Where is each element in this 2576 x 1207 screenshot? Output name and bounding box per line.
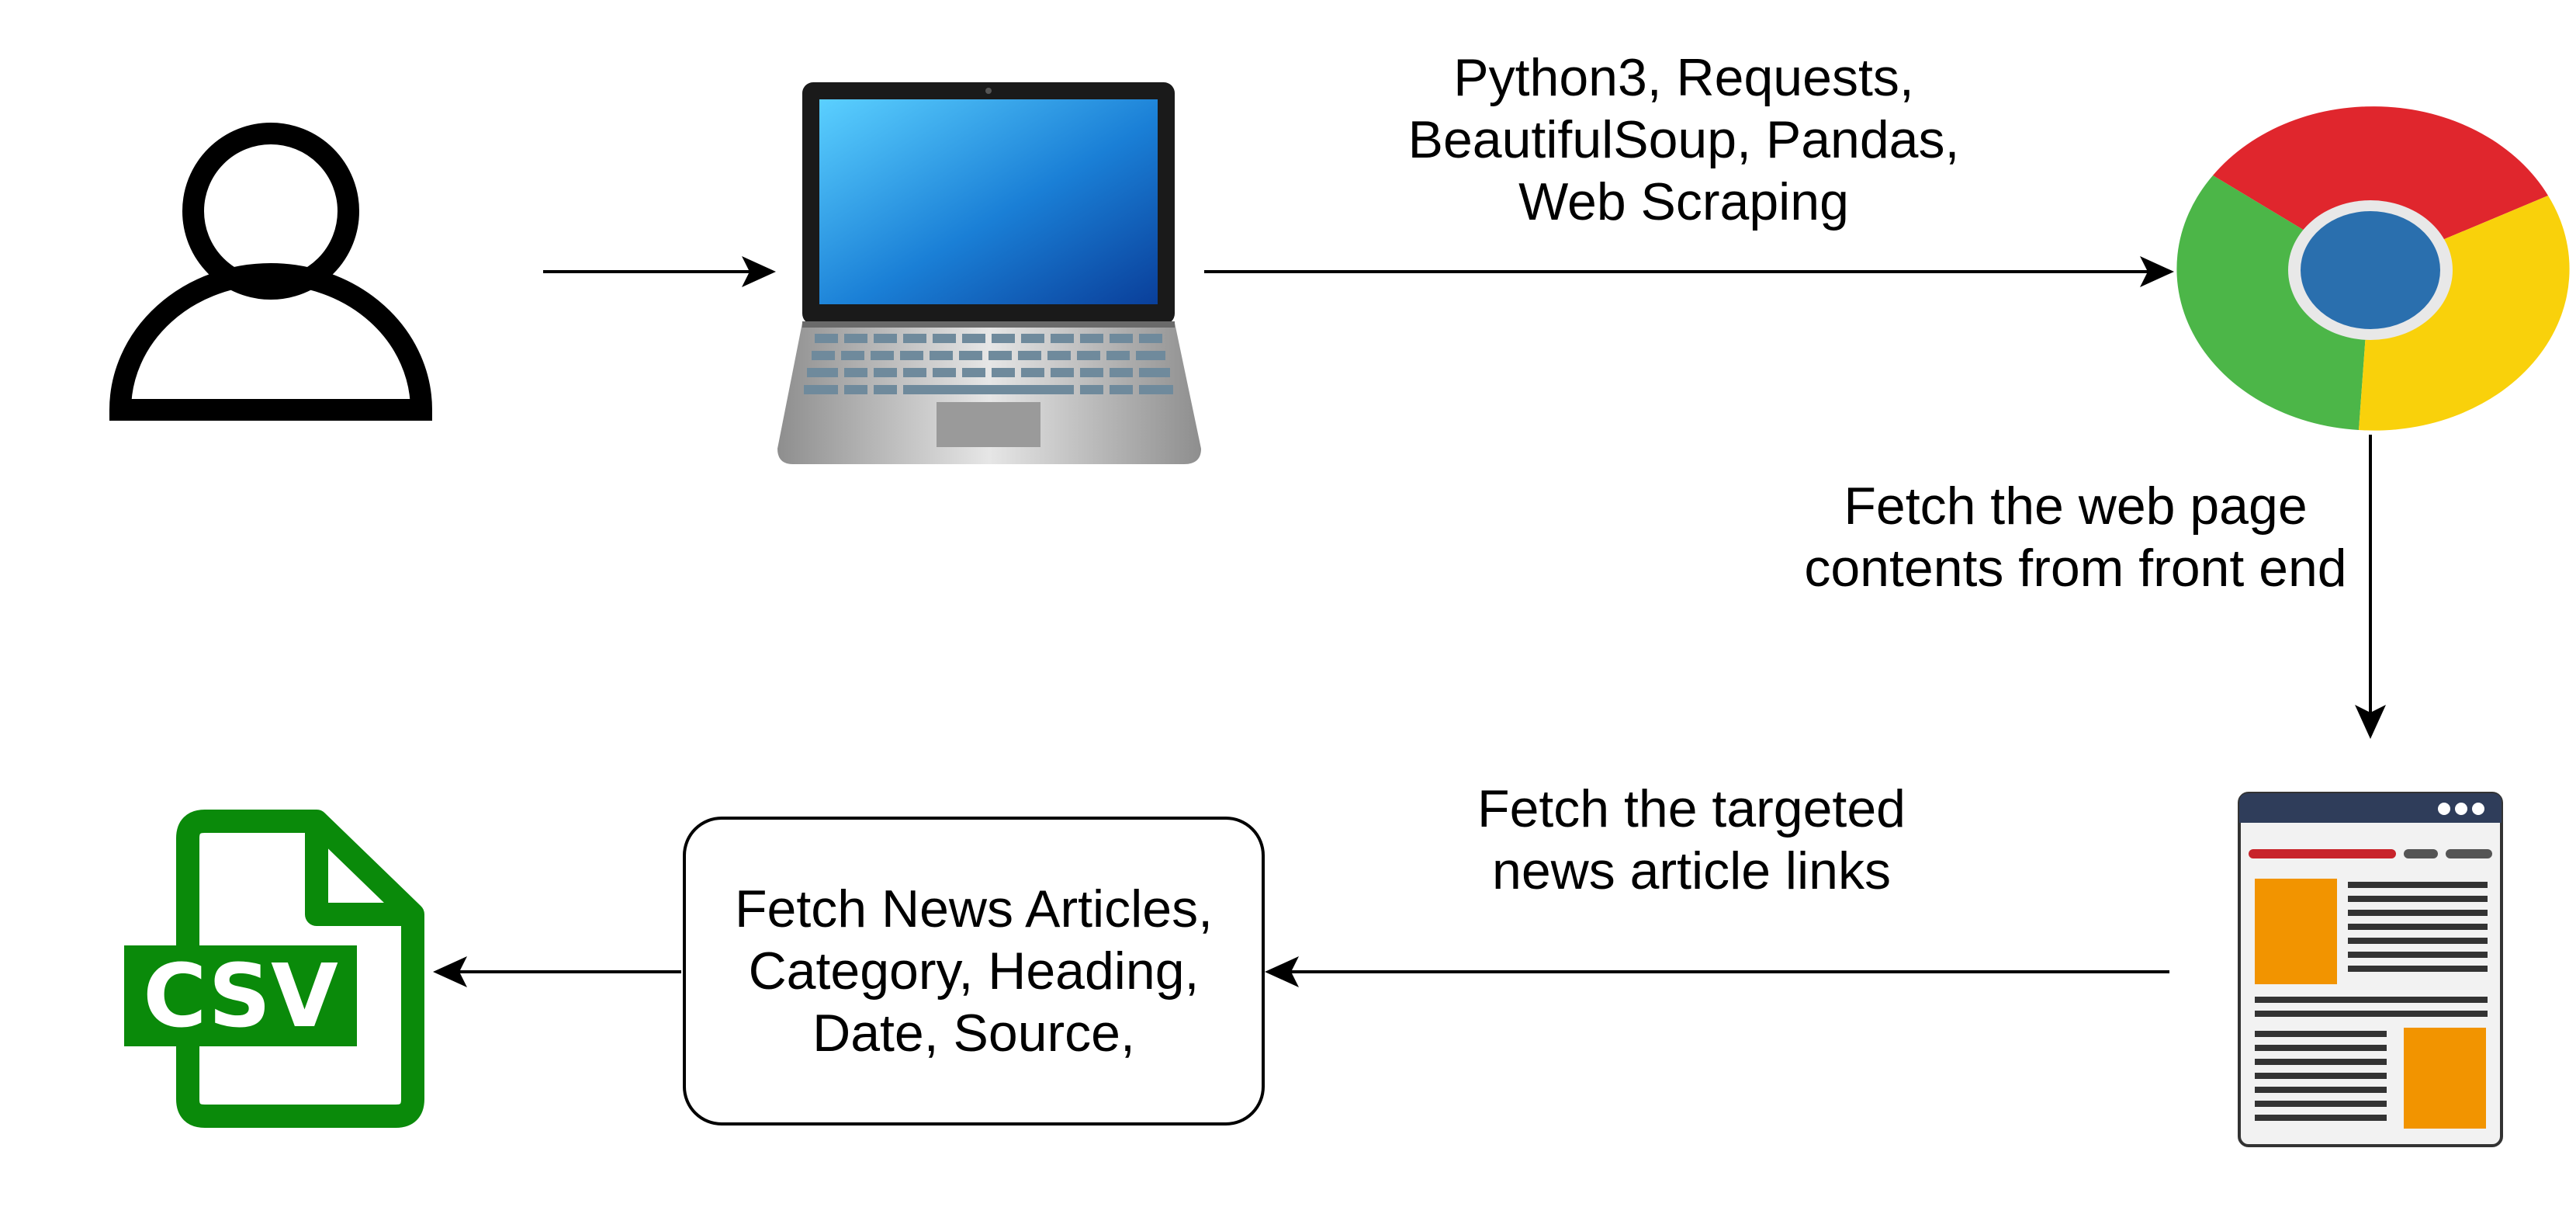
fetch-articles-box-line: Date, Source, bbox=[812, 1004, 1135, 1063]
arrow-browser-to-webpage bbox=[2355, 435, 2386, 739]
user-icon bbox=[109, 123, 433, 421]
fetch-links-label-line: Fetch the targeted bbox=[1477, 779, 1906, 838]
fetch-page-label-line: contents from front end bbox=[1804, 539, 2347, 598]
csv-file-icon: CSV bbox=[124, 810, 424, 1128]
tools-label-line: Python3, Requests, bbox=[1453, 48, 1914, 107]
arrow-box-to-csv bbox=[433, 956, 681, 987]
fetch-page-label: Fetch the web page contents from front e… bbox=[1769, 475, 2382, 599]
chrome-browser-icon bbox=[2176, 106, 2570, 431]
fetch-page-label-line: Fetch the web page bbox=[1844, 477, 2308, 536]
tools-label: Python3, Requests, BeautifulSoup, Pandas… bbox=[1366, 47, 2002, 233]
fetch-articles-box: Fetch News Articles, Category, Heading, … bbox=[683, 817, 1265, 1125]
laptop-icon bbox=[777, 82, 1201, 464]
fetch-links-label-line: news article links bbox=[1492, 841, 1891, 900]
fetch-articles-box-line: Category, Heading, bbox=[748, 942, 1200, 1001]
tools-label-line: Web Scraping bbox=[1518, 172, 1849, 231]
tools-label-line: BeautifulSoup, Pandas, bbox=[1407, 110, 1960, 169]
fetch-articles-box-line: Fetch News Articles, bbox=[735, 879, 1213, 938]
webpage-icon bbox=[2238, 792, 2503, 1147]
fetch-articles-box-text: Fetch News Articles, Category, Heading, … bbox=[735, 878, 1213, 1064]
arrow-webpage-to-box bbox=[1265, 956, 2169, 987]
arrow-user-to-laptop bbox=[543, 256, 776, 287]
csv-icon-label: CSV bbox=[143, 946, 338, 1047]
fetch-links-label: Fetch the targeted news article links bbox=[1412, 778, 1971, 902]
arrow-laptop-to-browser bbox=[1204, 256, 2174, 287]
